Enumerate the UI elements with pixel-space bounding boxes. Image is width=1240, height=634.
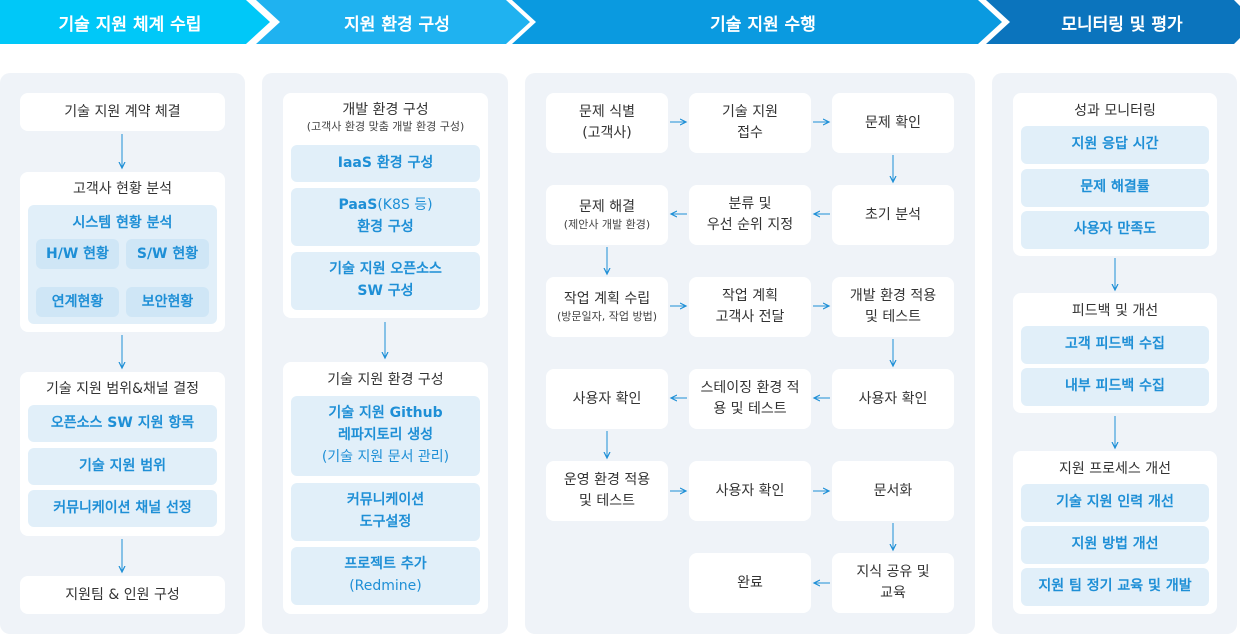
contract-box: 기술 지원 계약 체결	[20, 93, 225, 131]
satisfaction-pill: 사용자 만족도	[1021, 211, 1209, 249]
tech-env-title: 기술 지원 환경 구성	[327, 372, 444, 388]
stage-label-3: 기술 지원 수행	[710, 14, 816, 35]
stage-label-1: 기술 지원 체계 수립	[58, 14, 202, 35]
problem-resolve-box: 문제 해결(제안사 개발 환경)	[546, 185, 668, 245]
sw-status-chip: S/W 현황	[126, 239, 209, 269]
user-check-box-a: 사용자 확인	[546, 369, 668, 429]
customer-feedback-pill: 고객 피드백 수집	[1021, 326, 1209, 364]
security-status-chip: 보안현황	[126, 287, 209, 317]
method-improve-pill: 지원 방법 개선	[1021, 526, 1209, 564]
github-pill: 기술 지원 Github 레파지토리 생성 (기술 지원 문서 관리)	[291, 396, 480, 476]
training-pill: 지원 팀 정기 교육 및 개발	[1021, 568, 1209, 606]
paas-pill: PaaS(K8S 등) 환경 구성	[291, 188, 480, 246]
channel-selection-pill: 커뮤니케이션 채널 선정	[28, 490, 217, 527]
performance-box: 성과 모니터링 지원 응답 시간 문제 해결률 사용자 만족도	[1013, 93, 1217, 256]
iaas-pill: IaaS 환경 구성	[291, 145, 480, 182]
documentation-box: 문서화	[832, 461, 954, 521]
user-check-box-b: 사용자 확인	[832, 369, 954, 429]
staff-improve-pill: 기술 지원 인력 개선	[1021, 484, 1209, 522]
customer-analysis-title: 고객사 현황 분석	[72, 181, 173, 197]
internal-feedback-pill: 내부 피드백 수집	[1021, 368, 1209, 406]
feedback-box: 피드백 및 개선 고객 피드백 수집 내부 피드백 수집	[1013, 293, 1217, 413]
stage-label-2: 지원 환경 구성	[344, 14, 450, 35]
performance-title: 성과 모니터링	[1074, 103, 1156, 119]
process-improve-title: 지원 프로세스 개선	[1059, 461, 1171, 477]
oss-sw-pill: 기술 지원 오픈소스 SW 구성	[291, 252, 480, 310]
response-time-pill: 지원 응답 시간	[1021, 126, 1209, 164]
resolution-rate-pill: 문제 해결률	[1021, 169, 1209, 207]
work-plan-box: 작업 계획 수립(방문일자, 작업 방법)	[546, 277, 668, 337]
comm-tool-pill: 커뮤니케이션 도구설정	[291, 483, 480, 541]
complete-box: 완료	[689, 553, 811, 613]
link-status-chip: 연계현황	[36, 287, 119, 317]
scope-channel-box: 기술 지원 범위&채널 결정 오픈소스 SW 지원 항목 기술 지원 범위 커뮤…	[20, 372, 225, 536]
tech-env-box: 기술 지원 환경 구성 기술 지원 Github 레파지토리 생성 (기술 지원…	[283, 362, 488, 614]
dev-env-title: 개발 환경 구성 (고객사 환경 맞춤 개발 환경 구성)	[283, 101, 488, 134]
hw-status-chip: H/W 현황	[36, 239, 119, 269]
feedback-title: 피드백 및 개선	[1071, 303, 1159, 319]
initial-analysis-box: 초기 분석	[832, 185, 954, 245]
column-execution	[525, 73, 975, 634]
system-status-group: 시스템 현황 분석 H/W 현황 S/W 현황 연계현황 보안현황	[28, 205, 217, 324]
problem-identify-box: 문제 식별(고객사)	[546, 93, 668, 153]
scope-channel-title: 기술 지원 범위&채널 결정	[45, 381, 200, 397]
problem-confirm-box: 문제 확인	[832, 93, 954, 153]
customer-analysis-box: 고객사 현황 분석 시스템 현황 분석 H/W 현황 S/W 현황 연계현황 보…	[20, 172, 225, 332]
support-range-pill: 기술 지원 범위	[28, 448, 217, 485]
column-setup	[0, 73, 245, 634]
dev-env-subtitle: (고객사 환경 맞춤 개발 환경 구성)	[306, 119, 465, 133]
project-pill: 프로젝트 추가 (Redmine)	[291, 547, 480, 605]
dev-env-box: 개발 환경 구성 (고객사 환경 맞춤 개발 환경 구성) IaaS 환경 구성…	[283, 93, 488, 318]
stage-label-4: 모니터링 및 평가	[1061, 14, 1183, 35]
team-box: 지원팀 & 인원 구성	[20, 576, 225, 614]
oss-support-pill: 오픈소스 SW 지원 항목	[28, 405, 217, 442]
process-improve-box: 지원 프로세스 개선 기술 지원 인력 개선 지원 방법 개선 지원 팀 정기 …	[1013, 451, 1217, 614]
system-status-title: 시스템 현황 분석	[72, 215, 173, 231]
user-check-box-c: 사용자 확인	[689, 461, 811, 521]
